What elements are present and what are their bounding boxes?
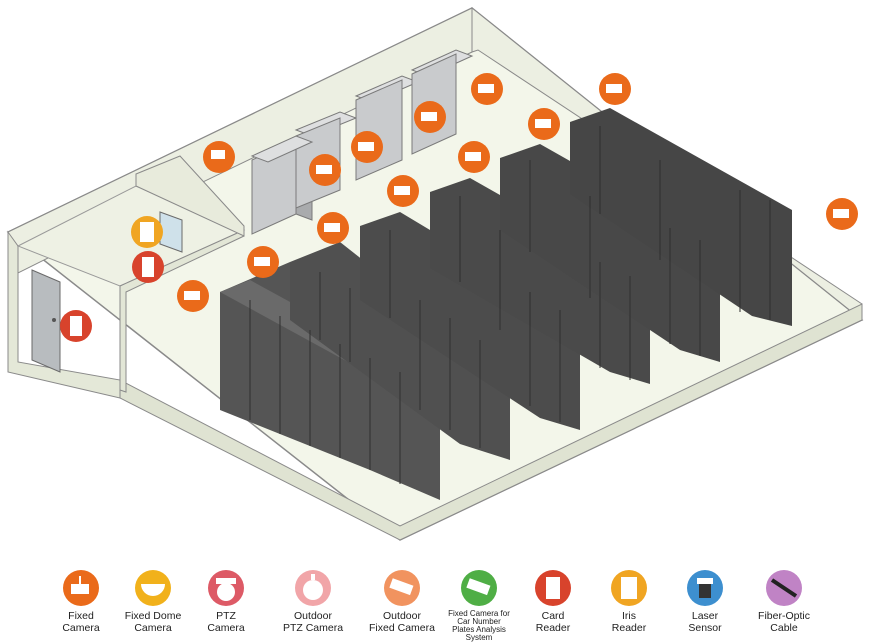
card-reader-marker (60, 310, 92, 342)
outdoor-ptz-camera-icon (295, 570, 331, 606)
legend-item-fixed-camera: Fixed Camera (36, 560, 126, 634)
fixed-camera-marker (528, 108, 560, 140)
front-wall (119, 303, 863, 541)
legend-label: Fixed Camera (62, 610, 100, 634)
legend-label: Fixed Dome Camera (124, 610, 182, 634)
fixed-camera-marker (414, 101, 446, 133)
outdoor-fixed-camera-icon (384, 570, 420, 606)
fixed-camera-icon (63, 570, 99, 606)
legend-label: Iris Reader (611, 610, 647, 634)
card-reader-marker (132, 251, 164, 283)
fixed-camera-marker (177, 280, 209, 312)
car-number-camera-icon (461, 570, 497, 606)
laser-sensor-icon (687, 570, 723, 606)
iris-reader-marker (131, 216, 163, 248)
fixed-camera-marker (309, 154, 341, 186)
legend-label: Laser Sensor (688, 610, 722, 634)
legend: Fixed Camera Fixed Dome Camera PTZ Camer… (0, 560, 876, 644)
card-reader-icon (535, 570, 571, 606)
fiber-optic-cable-icon (766, 570, 802, 606)
legend-label: Outdoor PTZ Camera (282, 610, 344, 634)
inner-partition (135, 155, 245, 237)
data-center-floor-plan (6, 6, 864, 541)
legend-label: Outdoor Fixed Camera (369, 610, 435, 634)
fixed-dome-camera-icon (135, 570, 171, 606)
door-handle (52, 318, 56, 322)
fixed-camera-marker (387, 175, 419, 207)
legend-label: Card Reader (535, 610, 571, 634)
legend-item-laser-sensor: Laser Sensor (660, 560, 750, 634)
legend-label: Fiber-Optic Cable (758, 610, 810, 634)
fixed-camera-marker (599, 73, 631, 105)
legend-item-fixed-dome-camera: Fixed Dome Camera (108, 560, 198, 634)
fixed-camera-marker (317, 212, 349, 244)
legend-item-card-reader: Card Reader (508, 560, 598, 634)
legend-label: Fixed Camera for Car Number Plates Analy… (448, 609, 510, 642)
fixed-camera-marker (471, 73, 503, 105)
legend-item-outdoor-ptz-camera: Outdoor PTZ Camera (268, 560, 358, 634)
legend-item-ptz-camera: PTZ Camera (181, 560, 271, 634)
legend-item-fiber-optic-cable: Fiber-Optic Cable (739, 560, 829, 634)
fixed-camera-marker (247, 246, 279, 278)
legend-item-outdoor-fixed-camera: Outdoor Fixed Camera (357, 560, 447, 634)
server-racks (220, 108, 792, 500)
fixed-camera-marker (458, 141, 490, 173)
legend-item-iris-reader: Iris Reader (584, 560, 674, 634)
fixed-camera-marker (826, 198, 858, 230)
legend-item-car-number-camera: Fixed Camera for Car Number Plates Analy… (434, 560, 524, 642)
fixed-camera-marker (203, 141, 235, 173)
legend-label: PTZ Camera (207, 610, 245, 634)
iris-reader-icon (611, 570, 647, 606)
ptz-camera-icon (208, 570, 244, 606)
door (31, 269, 61, 373)
fixed-camera-marker (351, 131, 383, 163)
